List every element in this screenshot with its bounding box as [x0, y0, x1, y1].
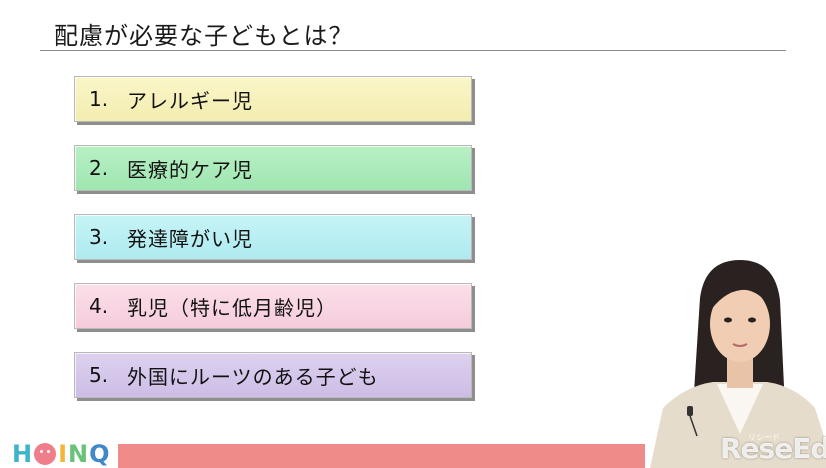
hoinq-logo: H I N Q	[12, 440, 110, 468]
list-item: 3. 発達障がい児	[74, 214, 472, 260]
item-number: 4.	[89, 294, 109, 318]
item-label: 乳児（特に低月齢児）	[127, 295, 337, 320]
item-number: 3.	[89, 225, 109, 249]
presenter-image	[645, 258, 826, 468]
slide-title: 配慮が必要な子どもとは？	[54, 22, 354, 50]
item-label: アレルギー児	[127, 88, 253, 113]
presenter-video	[645, 258, 826, 468]
list-item: 2. 医療的ケア児	[74, 145, 472, 191]
item-number: 2.	[89, 156, 109, 180]
watermark-logo: ReseEd	[720, 432, 826, 465]
logo-face-icon	[34, 443, 57, 465]
title-divider	[40, 50, 786, 51]
logo-letter: H	[12, 440, 33, 468]
list-item: 5. 外国にルーツのある子ども	[74, 352, 472, 398]
item-label: 医療的ケア児	[127, 157, 253, 182]
item-number: 5.	[89, 363, 109, 387]
list-item: 4. 乳児（特に低月齢児）	[74, 283, 472, 329]
item-number: 1.	[89, 87, 109, 111]
item-label: 外国にルーツのある子ども	[127, 364, 379, 389]
watermark-sublabel: リシード	[748, 433, 780, 442]
logo-letter: N	[68, 440, 89, 468]
logo-letter: I	[58, 440, 68, 468]
logo-letter: Q	[89, 440, 110, 468]
item-list: 1. アレルギー児 2. 医療的ケア児 3. 発達障がい児 4. 乳児（特に低月…	[74, 76, 474, 398]
list-item: 1. アレルギー児	[74, 76, 472, 122]
item-label: 発達障がい児	[127, 226, 253, 251]
